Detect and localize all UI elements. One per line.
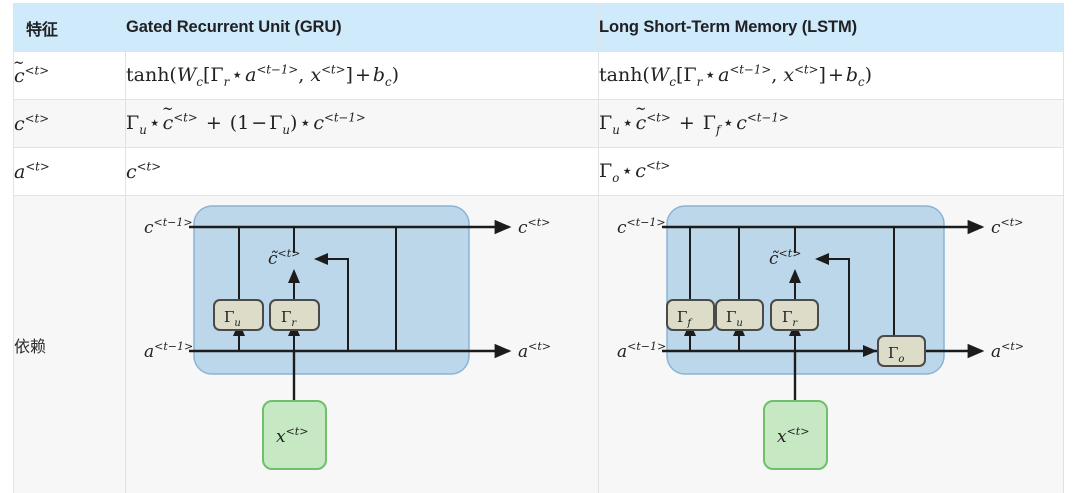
gru-cell-diagram: c<t−1> a<t−1> c<t> a<t> c̃<t> Γu Γr x<t>: [126, 196, 598, 493]
gru-input-x-label: x<t>: [276, 425, 308, 447]
row-label-c: c<t>: [13, 99, 126, 148]
table-row: c<t> Γu⋆c<t> + (1−Γu)⋆c<t−1> Γu⋆c<t> + Γ…: [13, 99, 1064, 148]
header-label-lstm: Long Short-Term Memory (LSTM): [599, 18, 858, 36]
row-label-dependency: 依赖: [13, 195, 126, 493]
cell-gru-diagram: c<t−1> a<t−1> c<t> a<t> c̃<t> Γu Γr x<t>: [125, 195, 599, 493]
lstm-gate-u-box: [715, 299, 764, 331]
table-body: c<t> tanh(Wc[Γr⋆a<t−1>, x<t>]+bc) tanh(W…: [13, 51, 1064, 493]
gru-gate-u-box: [213, 299, 264, 331]
header-label-gru: Gated Recurrent Unit (GRU): [126, 18, 342, 36]
cell-lstm-diagram: c<t−1> a<t−1> c<t> a<t> c̃<t> Γf Γu Γr Γ…: [598, 195, 1064, 493]
gru-label-a-prev: a<t−1>: [144, 340, 193, 362]
cell-gru-ctilde: tanh(Wc[Γr⋆a<t−1>, x<t>]+bc): [125, 51, 599, 100]
lstm-feedback-path: [815, 253, 850, 351]
lstm-gate-r-box: [770, 299, 819, 331]
lstm-gate-o-box: [877, 335, 926, 367]
header-row: 特征 Gated Recurrent Unit (GRU) Long Short…: [13, 3, 1064, 52]
lstm-label-a-out: a<t>: [991, 340, 1024, 362]
cell-lstm-c: Γu⋆c<t> + Γf⋆c<t−1>: [598, 99, 1064, 148]
lstm-label-a-prev: a<t−1>: [617, 340, 666, 362]
gru-gate-r-box: [269, 299, 320, 331]
gru-feedback-path: [314, 253, 349, 351]
row-label-ctilde: c<t>: [13, 51, 126, 100]
column-header-feature: 特征: [13, 3, 126, 52]
gru-label-c-prev: c<t−1>: [144, 216, 193, 238]
cell-gru-a: c<t>: [125, 147, 599, 196]
column-header-lstm: Long Short-Term Memory (LSTM): [598, 3, 1064, 52]
table-row: 依赖: [13, 195, 1064, 493]
row-label-a: a<t>: [13, 147, 126, 196]
table-row: c<t> tanh(Wc[Γr⋆a<t−1>, x<t>]+bc) tanh(W…: [13, 51, 1064, 100]
cell-lstm-a: Γo⋆c<t>: [598, 147, 1064, 196]
gru-input-x-box: [262, 400, 327, 470]
table-head: 特征 Gated Recurrent Unit (GRU) Long Short…: [13, 3, 1064, 52]
lstm-label-c-prev: c<t−1>: [617, 216, 666, 238]
cell-lstm-ctilde: tanh(Wc[Γr⋆a<t−1>, x<t>]+bc): [598, 51, 1064, 100]
lstm-input-x-box: [763, 400, 828, 470]
gru-lstm-comparison-table: 特征 Gated Recurrent Unit (GRU) Long Short…: [13, 3, 1064, 493]
cell-gru-c: Γu⋆c<t> + (1−Γu)⋆c<t−1>: [125, 99, 599, 148]
lstm-label-c-out: c<t>: [991, 216, 1023, 238]
lstm-gate-f-box: [666, 299, 715, 331]
gru-cell-body: [193, 205, 470, 375]
table-row: a<t> c<t> Γo⋆c<t>: [13, 147, 1064, 196]
lstm-cell-diagram: c<t−1> a<t−1> c<t> a<t> c̃<t> Γf Γu Γr Γ…: [599, 196, 1063, 493]
gru-label-c-out: c<t>: [518, 216, 550, 238]
column-header-gru: Gated Recurrent Unit (GRU): [125, 3, 599, 52]
header-label-feature: 特征: [26, 19, 58, 39]
row-label-dependency-text: 依赖: [14, 336, 47, 356]
gru-label-a-out: a<t>: [518, 340, 551, 362]
